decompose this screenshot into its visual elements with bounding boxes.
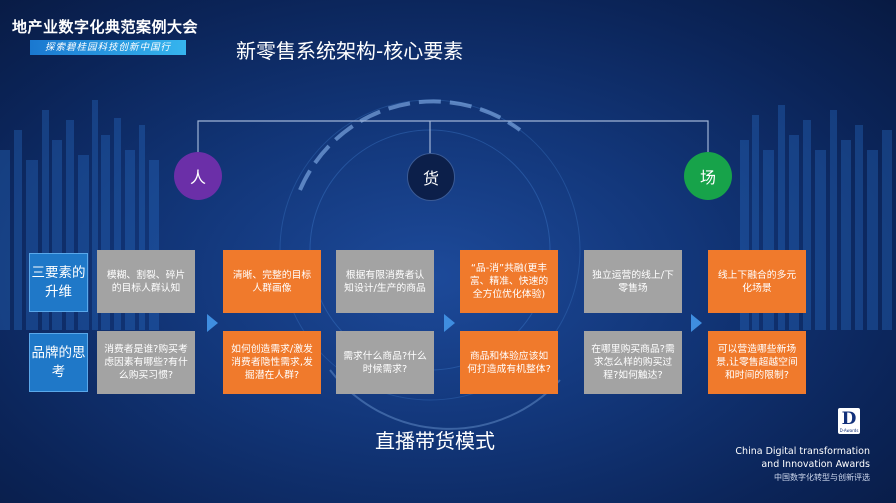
box-r1-people-after: 清晰、完整的目标人群画像 <box>223 250 321 313</box>
d-awards-logo-icon: D D·Awards <box>838 408 860 434</box>
connector-lines <box>197 120 709 153</box>
logo-english-line-2: and Innovation Awards <box>761 459 870 470</box>
brand-title: 地产业数字化典范案例大会 <box>12 18 199 36</box>
box-r2-people-before: 消费者是谁?购买考虑因素有哪些?有什么购买习惯? <box>97 331 195 394</box>
skyline-right-decoration <box>740 105 892 330</box>
arrow-right-icon <box>691 314 702 332</box>
box-r1-place-before: 独立运营的线上/下零售场 <box>584 250 682 313</box>
box-r1-place-after: 线上下融合的多元化场景 <box>708 250 806 313</box>
row-label-dimension-upgrade: 三要素的升维 <box>29 253 88 312</box>
row-label-brand-thinking: 品牌的思考 <box>29 333 88 392</box>
logo-badge-sub: D·Awards <box>839 428 859 433</box>
brand-tagline: 探索碧桂园科技创新中国行 <box>30 40 186 55</box>
box-r2-goods-before: 需求什么商品?什么时候需求? <box>336 331 434 394</box>
logo-english-line-1: China Digital transformation <box>735 446 870 457</box>
box-r2-place-before: 在哪里购买商品?需求怎么样的购买过程?如何触达? <box>584 331 682 394</box>
box-r2-place-after: 可以营造哪些新场景,让零售超越空间和时间的限制? <box>708 331 806 394</box>
slide-footer-title: 直播带货模式 <box>375 429 495 453</box>
box-r1-goods-before: 根据有限消费者认知设计/生产的商品 <box>336 250 434 313</box>
box-r2-goods-after: 商品和体验应该如何打造成有机整体? <box>460 331 558 394</box>
arrow-right-icon <box>207 314 218 332</box>
goods-node: 货 <box>407 153 455 201</box>
slide-title: 新零售系统架构-核心要素 <box>236 39 464 63</box>
goods-node-label: 货 <box>422 169 439 188</box>
people-node: 人 <box>174 152 222 200</box>
logo-chinese-line: 中国数字化转型与创新评选 <box>774 473 870 482</box>
logo-badge-letter: D <box>841 409 857 429</box>
place-node-label: 场 <box>699 168 716 187</box>
arrow-right-icon <box>444 314 455 332</box>
box-r1-people-before: 模糊、割裂、碎片的目标人群认知 <box>97 250 195 313</box>
place-node: 场 <box>684 152 732 200</box>
box-r1-goods-after: “品-消”共融(更丰富、精准、快速的全方位优化体验) <box>460 250 558 313</box>
box-r2-people-after: 如何创造需求/激发消费者隐性需求,发掘潜在人群? <box>223 331 321 394</box>
people-node-label: 人 <box>189 168 206 187</box>
